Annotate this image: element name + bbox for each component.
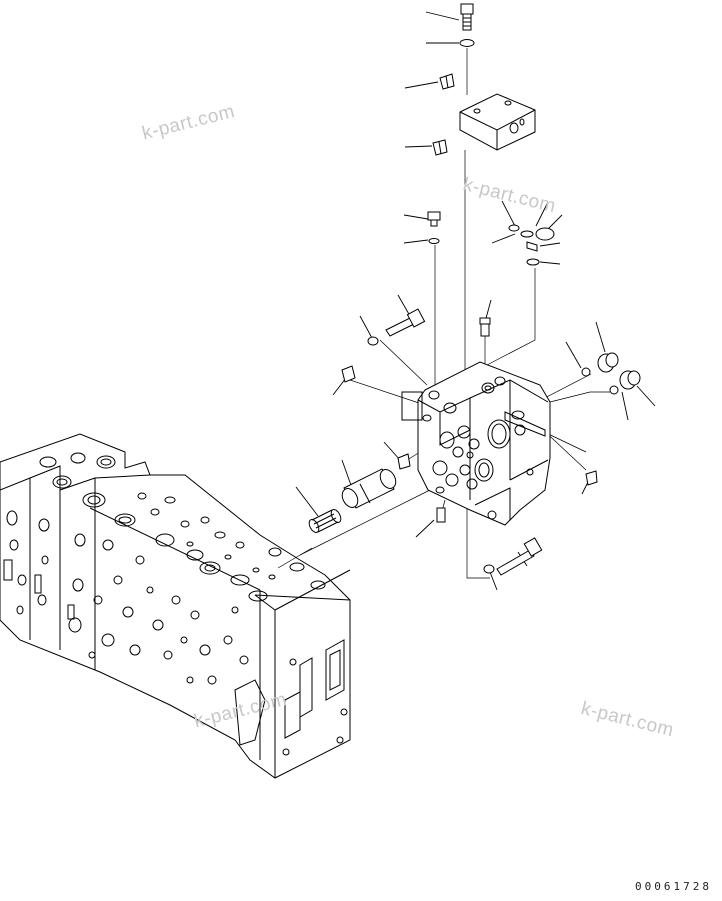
plug-icon — [440, 74, 454, 89]
right-o-ring-2-icon — [610, 386, 618, 394]
washer-icon — [368, 337, 378, 345]
bottom-bolt-icon — [497, 538, 542, 575]
cover-block-icon — [460, 94, 535, 150]
bottom-washer-icon — [484, 565, 494, 573]
small-bolt-icon — [480, 318, 490, 336]
main-valve-block — [0, 434, 350, 778]
plug-6-icon — [437, 508, 445, 522]
spool-axis-line — [278, 548, 312, 568]
right-plug-icon — [598, 353, 618, 372]
right-o-ring-icon — [582, 368, 590, 376]
section-valve-body — [402, 362, 550, 525]
top-washer-icon — [460, 40, 474, 47]
drawing-number: 00061728 — [635, 880, 712, 893]
spring-icon — [307, 508, 343, 534]
top-bolt-icon — [461, 4, 473, 30]
long-bolt-icon — [386, 309, 425, 336]
right-plug-2-icon — [620, 371, 640, 389]
right-bolt-icon — [586, 471, 597, 485]
plug-2-icon — [433, 140, 447, 155]
spool-icon — [339, 467, 399, 510]
o-ring-group-icon — [509, 225, 554, 265]
plug-4-icon — [342, 366, 355, 382]
plug-3-icon — [428, 212, 440, 226]
plug-5-icon — [398, 454, 410, 469]
small-o-ring-icon — [429, 239, 439, 244]
leader-lines — [296, 12, 655, 590]
